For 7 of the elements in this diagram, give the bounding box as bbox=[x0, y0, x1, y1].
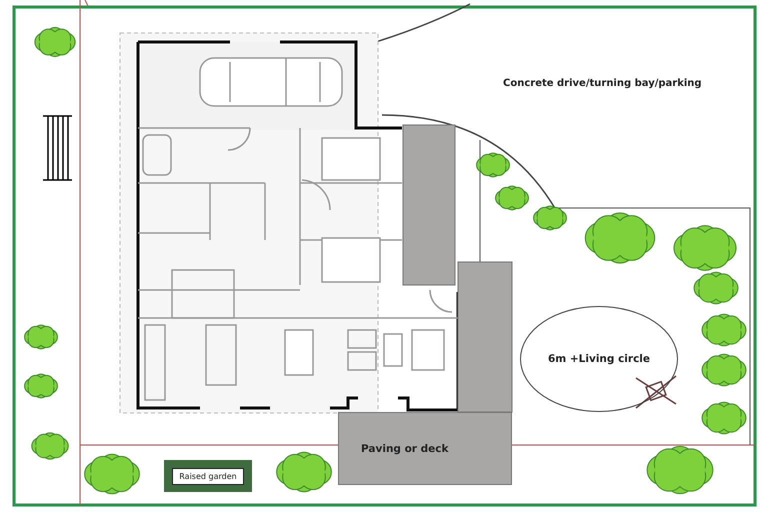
living-circle bbox=[520, 306, 678, 412]
area-label: Paving or deck bbox=[361, 442, 448, 454]
area-label: Raised garden bbox=[172, 468, 244, 484]
raised-garden-bed bbox=[164, 460, 252, 492]
area-label: 6m +Living circle bbox=[548, 353, 650, 365]
paving-area bbox=[338, 412, 512, 485]
area-label: Concrete drive/turning bay/parking bbox=[503, 78, 702, 89]
